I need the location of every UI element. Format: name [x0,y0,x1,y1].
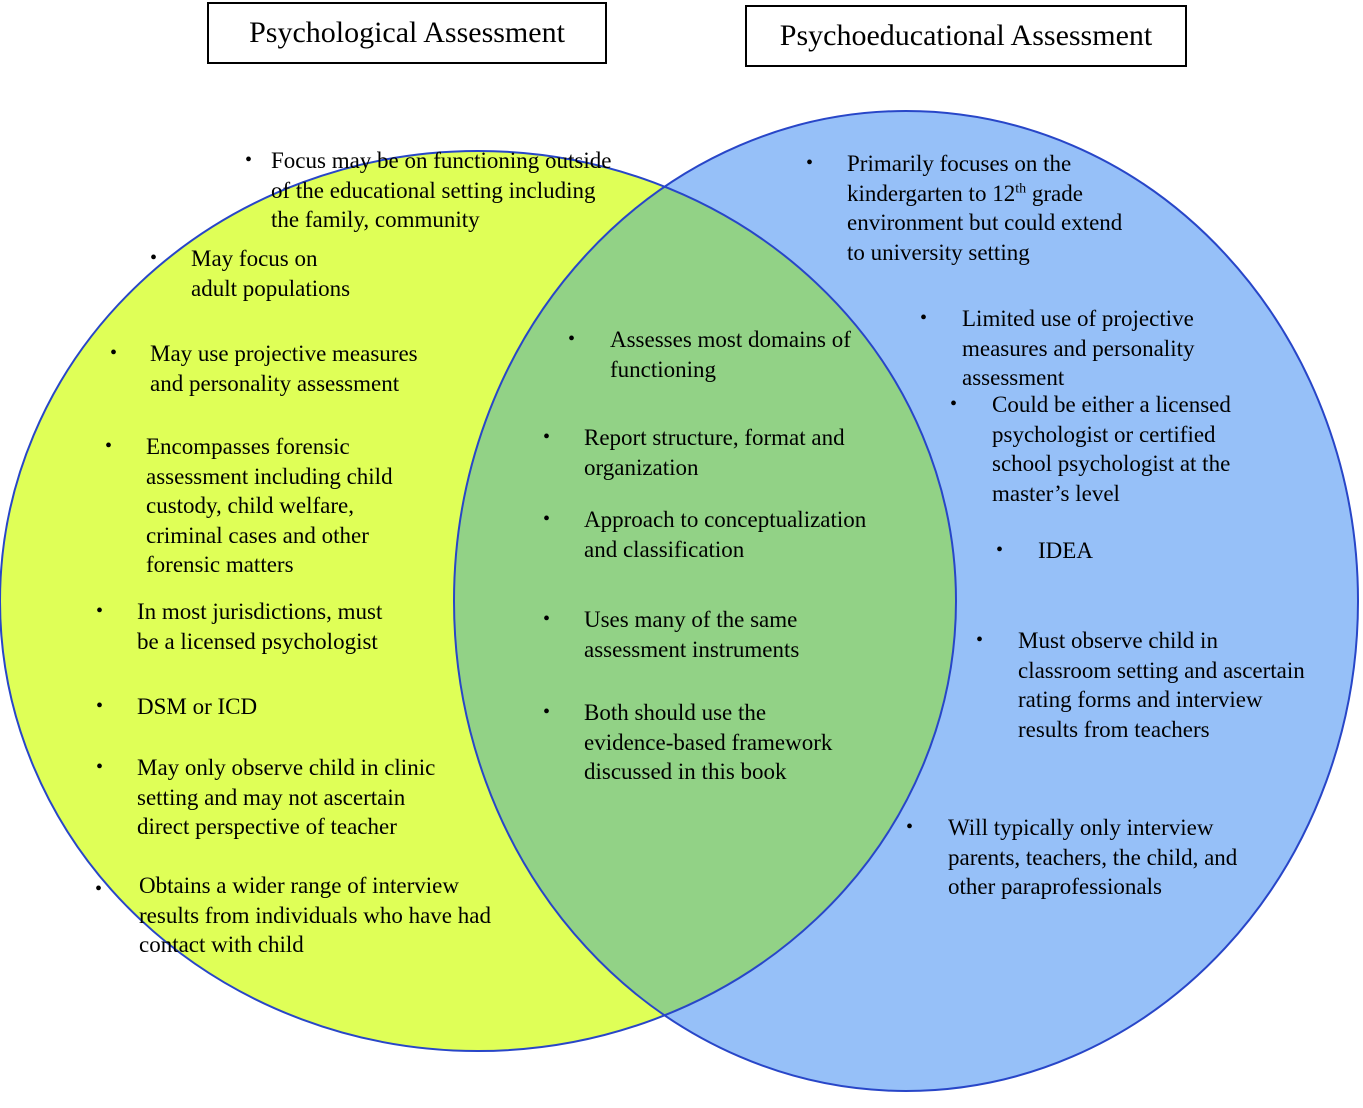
right-item-line: grade [1026,180,1083,206]
left-item-text: In most jurisdictions, must be a license… [137,599,383,654]
bullet-icon: • [543,508,551,530]
left-title-box: Psychological Assessment [207,2,607,64]
bullet-icon: • [96,695,104,717]
superscript: th [1015,180,1027,196]
right-item-line: to university setting [847,239,1030,265]
left-circle-outline [0,150,957,1052]
right-item-line: environment but could extend [847,210,1123,235]
bullet-icon: • [806,152,814,174]
bullet-icon: • [245,149,253,171]
center-item-text: Report structure, format and organizatio… [584,425,845,480]
center-item-text: Uses many of the same assessment instrum… [584,607,800,662]
bullet-icon: • [996,539,1004,561]
left-item-text: May only observe child in clinic setting… [137,755,436,839]
bullet-icon: • [543,608,551,630]
left-item-text: May focus on adult populations [191,246,351,301]
bullet-icon: • [105,435,113,457]
center-item-text: Both should use the evidence-based frame… [584,700,833,784]
right-item-text: Could be either a licensed psychologist … [992,392,1231,506]
left-title: Psychological Assessment [249,16,565,49]
bullet-icon: • [96,756,104,778]
left-item-text: DSM or ICD [137,694,258,719]
right-title-box: Psychoeducational Assessment [745,5,1187,67]
bullet-icon: • [543,426,551,448]
left-item-text: Encompasses forensic assessment includin… [146,434,393,577]
center-item-text: Assesses most domains of functioning [610,327,851,382]
bullet-icon: • [95,878,103,900]
overlap-region [454,151,956,1051]
center-item-text: Approach to conceptualization and classi… [584,507,867,562]
bullet-icon: • [110,342,118,364]
right-item-text: IDEA [1038,538,1093,563]
right-item-text: Primarily focuses on the kindergarten to… [847,149,1122,267]
left-item-text: Obtains a wider range of interview resul… [139,873,491,957]
left-item-text: Focus may be on functioning outside of t… [271,148,612,232]
bullet-icon: • [543,701,551,723]
right-circle-outline [453,110,1359,1092]
bullet-icon: • [150,247,158,269]
bullet-icon: • [950,393,958,415]
bullet-icon: • [568,328,576,350]
bullet-icon: • [96,600,104,622]
right-item-text: Must observe child in classroom setting … [1018,628,1305,742]
right-item-line: kindergarten to 12 [847,180,1016,206]
left-item-text: May use projective measures and personal… [150,341,418,396]
bullet-icon: • [976,629,984,651]
bullet-icon: • [920,307,928,329]
right-item-text: Limited use of projective measures and p… [962,306,1195,390]
bullet-icon: • [906,816,914,838]
right-item-line: Primarily focuses on the [847,151,1072,176]
right-title: Psychoeducational Assessment [779,19,1153,52]
right-item-text: Will typically only interview parents, t… [948,815,1238,899]
